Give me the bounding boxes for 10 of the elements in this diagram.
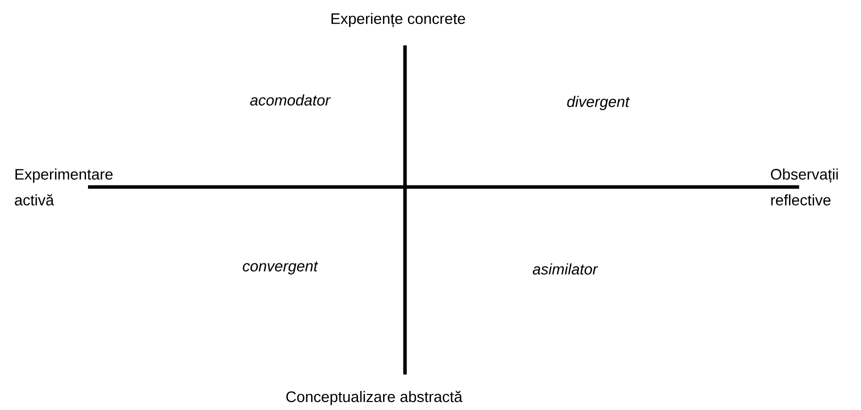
axis-label: Observații reflective [770, 168, 838, 206]
quadrant-label: acomodator [250, 94, 331, 106]
axis-line [403, 45, 407, 375]
axis-label: Conceptualizare abstractă [286, 390, 462, 406]
axis-label: Experimentare activă [14, 168, 113, 206]
quadrant-label: convergent [242, 261, 318, 274]
quadrant-label: divergent [567, 96, 630, 110]
quadrant-label: asimilator [532, 263, 598, 275]
axis-line [88, 185, 800, 189]
axis-label: Experiențe concrete [332, 12, 466, 28]
